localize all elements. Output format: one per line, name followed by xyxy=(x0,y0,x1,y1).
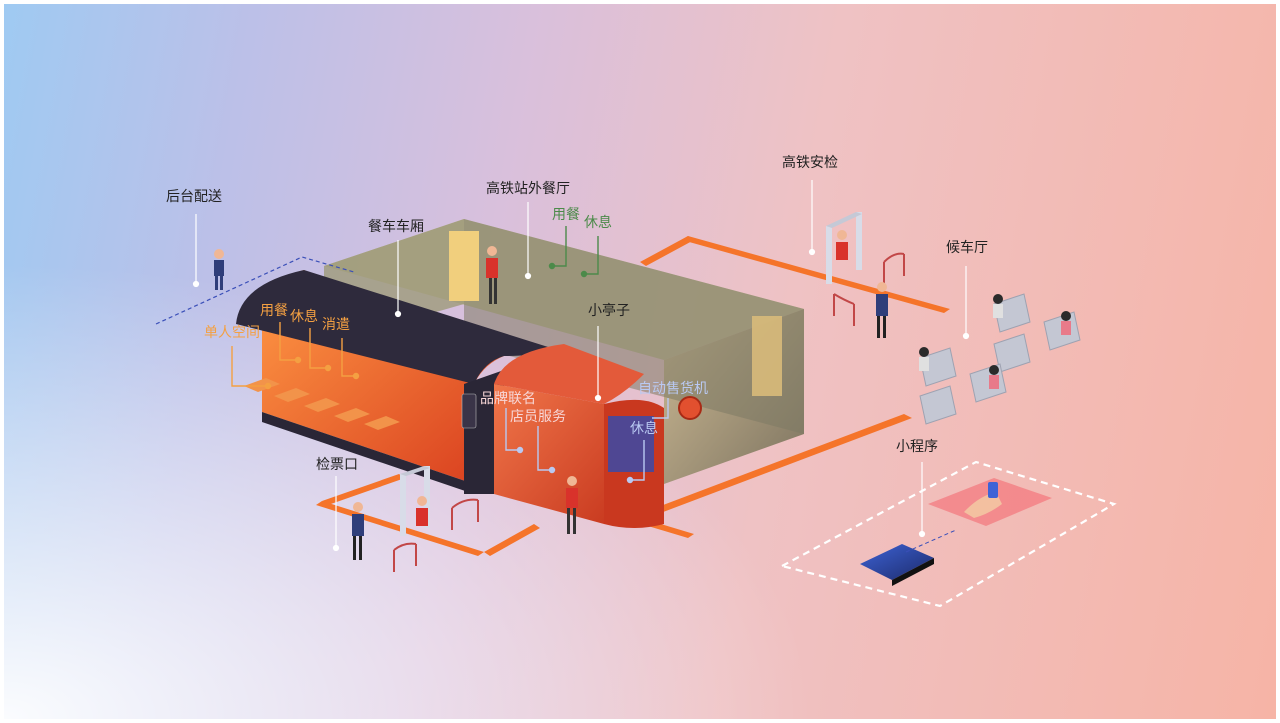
station-restaurant-building xyxy=(324,219,804,484)
callout-leader-lines xyxy=(192,180,970,552)
label-single-space: 单人空间 xyxy=(204,325,260,341)
label-car-leisure: 消遣 xyxy=(322,317,350,333)
label-mini-program: 小程序 xyxy=(896,439,938,455)
isometric-scene xyxy=(155,180,1117,608)
label-staff-service: 店员服务 xyxy=(510,409,566,425)
kiosk-structure xyxy=(494,344,702,528)
label-vending: 自动售货机 xyxy=(638,381,708,397)
security-gate xyxy=(826,212,862,284)
label-brand-link: 品牌联名 xyxy=(480,391,536,407)
label-backend-delivery: 后台配送 xyxy=(166,189,222,205)
label-kiosk-rest: 休息 xyxy=(630,421,658,437)
label-security: 高铁安检 xyxy=(782,155,838,171)
label-kiosk: 小亭子 xyxy=(588,303,630,319)
label-station-restaurant: 高铁站外餐厅 xyxy=(486,181,570,197)
delivery-dashed-boundary xyxy=(155,256,355,325)
green-leader-lines xyxy=(548,226,599,278)
kiosk-leader-lines xyxy=(505,398,669,484)
label-waiting-hall: 候车厅 xyxy=(946,240,988,256)
ticket-gate xyxy=(400,466,430,536)
label-restaurant-dine: 用餐 xyxy=(552,207,580,223)
orange-leader-lines xyxy=(231,322,360,390)
label-car-rest: 休息 xyxy=(290,309,318,325)
label-restaurant-rest: 休息 xyxy=(584,215,612,231)
label-car-dine: 用餐 xyxy=(260,303,288,319)
people-figures xyxy=(214,230,1071,560)
label-dining-car: 餐车车厢 xyxy=(368,219,424,235)
flow-path-top xyxy=(640,236,950,313)
barrier-posts xyxy=(393,252,905,572)
diagram-canvas: 后台配送 餐车车厢 高铁站外餐厅 用餐 休息 高铁安检 候车厅 小亭子 单人空间… xyxy=(4,4,1276,719)
mini-program-area xyxy=(778,460,1117,608)
label-ticket-gate: 检票口 xyxy=(316,457,358,473)
